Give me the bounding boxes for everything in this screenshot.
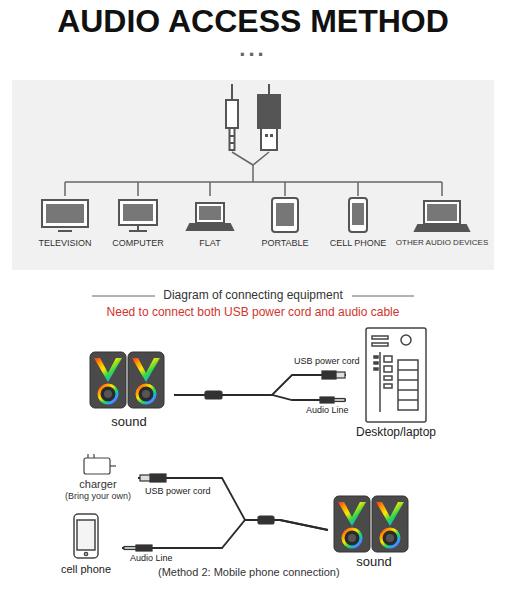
speakers-top <box>90 352 164 408</box>
phone-node: cell phone <box>50 512 122 576</box>
device-node: CELL PHONE <box>326 196 390 249</box>
cable-label: Audio Line <box>128 553 175 564</box>
cable-plugs <box>124 371 345 551</box>
usb-plug <box>322 371 336 379</box>
inline-controller <box>205 391 222 399</box>
inline-controller <box>258 516 274 524</box>
plug-icons <box>226 84 280 150</box>
node-label: FLAT <box>178 238 242 249</box>
usb-plug <box>140 475 150 481</box>
device-node: PORTABLE <box>253 196 317 249</box>
desktop-tower <box>366 328 426 422</box>
cable <box>138 478 328 530</box>
node-label: sound <box>328 554 420 570</box>
method-note: (Method 2: Mobile phone connection) <box>158 566 340 579</box>
device-node: TELEVISION <box>33 196 97 249</box>
cable-label: USB power cord <box>292 356 362 367</box>
node-label: Desktop/laptop <box>346 425 446 439</box>
node-label: (Bring your own) <box>58 491 138 502</box>
device-icons <box>42 198 469 232</box>
audio-plug <box>124 547 136 550</box>
charger-icon <box>84 454 116 474</box>
background-band <box>12 80 494 270</box>
page-title: AUDIO ACCESS METHOD <box>0 2 506 40</box>
node-label: charger <box>58 478 138 491</box>
node-label: cell phone <box>50 563 122 576</box>
usb-plug <box>336 372 345 378</box>
audio-plug <box>320 397 334 403</box>
node-label: CELL PHONE <box>326 238 390 249</box>
ellipsis-mark: ... <box>0 36 506 62</box>
computer-node: Desktop/laptop <box>346 326 446 439</box>
device-node: FLAT <box>178 196 242 249</box>
node-label: sound <box>84 414 174 430</box>
speakers-bottom <box>334 496 408 552</box>
audio-plug <box>136 545 152 551</box>
node-label: OTHER AUDIO DEVICES <box>392 238 492 248</box>
charger-node: charger(Bring your own) <box>58 454 138 502</box>
phone-icon <box>74 514 98 558</box>
speaker-node: sound <box>84 352 174 430</box>
cable-label: USB power cord <box>143 486 213 497</box>
tree-lines <box>65 152 442 196</box>
audio-plug <box>334 399 345 402</box>
device-node: OTHER AUDIO DEVICES <box>392 196 492 248</box>
usb-plug <box>150 474 166 482</box>
section-heading: Diagram of connecting equipment <box>0 288 506 302</box>
node-label: PORTABLE <box>253 238 317 249</box>
cable-label: Audio Line <box>304 405 351 416</box>
node-label: TELEVISION <box>33 238 97 249</box>
cable <box>174 375 346 395</box>
warning-note: Need to connect both USB power cord and … <box>0 305 506 319</box>
device-node: COMPUTER <box>106 196 170 249</box>
node-label: COMPUTER <box>106 238 170 249</box>
cable <box>122 520 328 548</box>
speaker-node: sound <box>328 494 420 570</box>
